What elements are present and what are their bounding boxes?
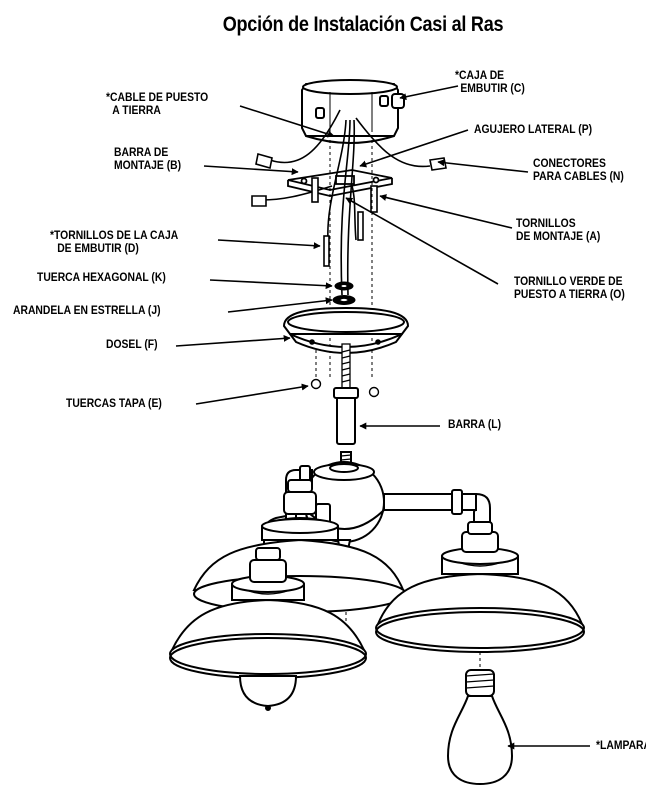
junction-box (301, 79, 405, 144)
label-downrod: BARRA (L) (448, 419, 502, 431)
label-mounting-screws: TORNILLOS DE MONTAJE (A) (516, 218, 601, 243)
mounting-screws (311, 177, 378, 213)
canopy (282, 306, 410, 354)
label-box-screws: *TORNILLOS DE LA CAJA DE EMBUTIR (D) (50, 230, 179, 255)
label-mounting-bar: BARRA DE MONTAJE (B) (114, 147, 182, 172)
star-washer (332, 295, 356, 305)
label-cap-nuts: TUERCAS TAPA (E) (66, 398, 162, 410)
label-canopy: DOSEL (F) (106, 339, 158, 351)
label-side-hole: AGUJERO LATERAL (P) (474, 124, 593, 136)
label-ground-wire: *CABLE DE PUESTO A TIERRA (106, 92, 209, 117)
label-hex-nut: TUERCA HEXAGONAL (K) (37, 272, 166, 284)
label-green-ground-screw: TORNILLO VERDE DE PUESTO A TIERRA (O) (514, 276, 625, 301)
cap-nuts (310, 378, 380, 398)
edison-bulb (446, 669, 514, 786)
label-wire-connectors: CONECTORES PARA CABLES (N) (533, 158, 624, 183)
label-star-washer: ARANDELA EN ESTRELLA (J) (13, 305, 161, 317)
shade-front (169, 547, 367, 711)
label-bulb: *LAMPARA (596, 740, 646, 752)
label-junction-box: *CAJA DE EMBUTIR (C) (455, 70, 525, 95)
wires (261, 109, 431, 296)
shade-right (375, 521, 585, 653)
downrod (333, 387, 359, 465)
threaded-nipple (341, 343, 351, 389)
hex-nut (334, 281, 354, 291)
page-title: Opción de Instalación Casi al Ras (222, 13, 504, 36)
leader-lines (175, 85, 590, 750)
box-screws (323, 211, 364, 267)
